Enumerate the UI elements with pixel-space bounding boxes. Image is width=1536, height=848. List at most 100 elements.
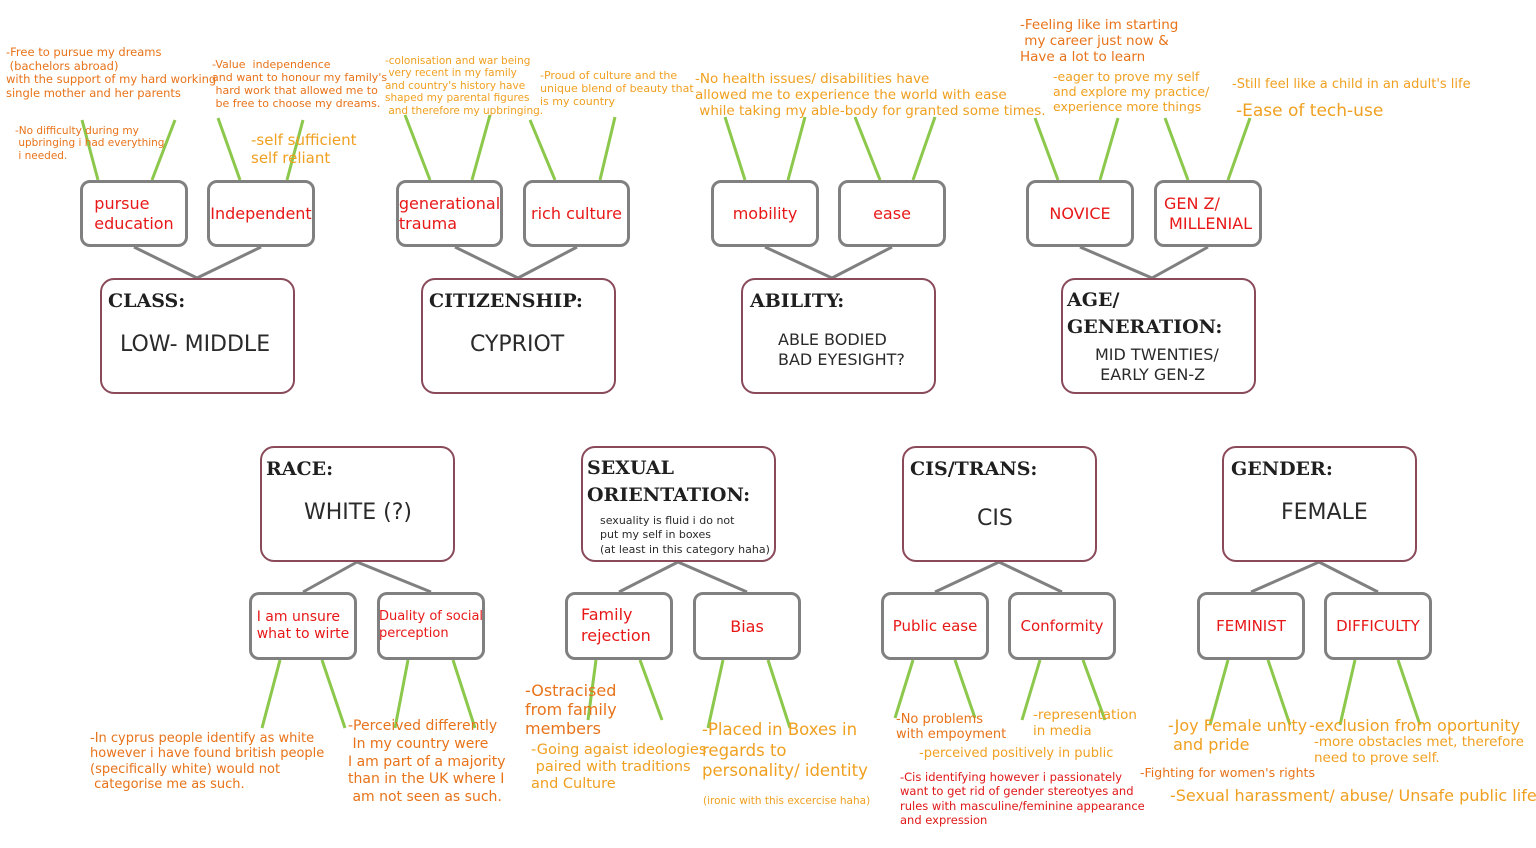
sub-label: FEMINIST	[1216, 617, 1286, 635]
green-connector	[1208, 659, 1230, 726]
note-age-child: -Still feel like a child in an adult's l…	[1232, 77, 1471, 92]
green-connector	[1033, 117, 1060, 181]
green-connector	[1396, 659, 1422, 726]
category-value: ABLE BODIED BAD EYESIGHT?	[778, 330, 905, 369]
green-connector	[393, 659, 410, 729]
note-gender-obstacles: -more obstacles met, therefore need to p…	[1314, 734, 1524, 766]
sub-box-i-am-unsure: I am unsure what to wirte	[249, 592, 357, 660]
sub-label: pursue education	[94, 193, 174, 233]
gray-connector	[356, 560, 432, 594]
green-connector	[953, 659, 977, 719]
green-connector	[1098, 117, 1120, 181]
gray-connector	[302, 560, 358, 594]
green-connector	[1020, 659, 1042, 721]
green-connector	[911, 116, 937, 181]
sub-label: Public ease	[892, 617, 978, 635]
sub-label: DIFFICULTY	[1336, 617, 1420, 635]
note-cis-identifying: -Cis identifying however i passionately …	[900, 770, 1145, 828]
note-sexual-ironic: (ironic with this excercise haha)	[703, 795, 871, 807]
note-sexual-ideologies: -Going agaist ideologies paired with tra…	[531, 742, 707, 793]
green-connector	[586, 659, 598, 721]
note-sexual-boxes: -Placed in Boxes in regards to personali…	[702, 720, 868, 781]
sub-box-family-rejection: Family rejection	[565, 592, 673, 660]
category-heading: SEXUAL ORIENTATION:	[587, 457, 751, 506]
green-connector	[80, 119, 100, 181]
gray-connector	[677, 560, 748, 594]
green-connector	[706, 659, 725, 729]
sub-label: Independent	[210, 204, 312, 223]
gray-connector	[133, 245, 198, 280]
note-gender-exclusion: -exclusion from oportunity	[1309, 716, 1521, 735]
green-connector	[285, 119, 305, 181]
category-heading: RACE:	[266, 458, 334, 480]
gray-connector	[1079, 245, 1153, 280]
note-sexual-ostracised: -Ostracised from family members	[525, 681, 617, 738]
note-citizenship-proud: -Proud of culture and the unique blend o…	[540, 69, 694, 108]
gray-connector	[454, 245, 519, 280]
green-connector	[766, 659, 792, 729]
category-value: WHITE (?)	[304, 500, 412, 525]
category-box-cis-trans: CIS/TRANS: CIS	[902, 446, 1097, 562]
sub-box-pursue-education: pursue education	[80, 180, 188, 247]
sub-box-novice: NOVICE	[1026, 180, 1134, 247]
note-citizenship-colonisation: -colonisation and war being very recent …	[385, 55, 544, 117]
sub-box-ease: ease	[838, 180, 946, 247]
gray-connector	[1250, 560, 1320, 594]
category-value: CYPRIOT	[470, 332, 565, 357]
sub-box-mobility: mobility	[711, 180, 819, 247]
sub-label: NOVICE	[1049, 204, 1111, 223]
green-connector	[451, 659, 477, 729]
category-box-age: AGE/ GENERATION: MID TWENTIES/ EARLY GEN…	[1061, 278, 1256, 394]
sub-box-duality: Duality of social perception	[377, 592, 485, 660]
sub-box-public-ease: Public ease	[881, 592, 989, 660]
category-box-citizenship: CITIZENSHIP: CYPRIOT	[421, 278, 616, 394]
green-connector	[1163, 117, 1190, 181]
note-race-cyprus: -In cyprus people identify as white howe…	[90, 731, 325, 792]
green-connector	[528, 119, 557, 181]
category-value: sexuality is fluid i do not put my self …	[600, 514, 770, 556]
gray-connector	[1151, 245, 1209, 280]
green-connector	[723, 116, 747, 181]
sub-label: Bias	[730, 616, 764, 636]
sub-label: Duality of social perception	[378, 609, 484, 641]
sub-label: generational trauma	[398, 193, 501, 233]
green-connector	[638, 659, 664, 721]
sub-box-rich-culture: rich culture	[523, 180, 630, 247]
green-connector	[470, 114, 492, 181]
gray-connector	[934, 560, 1000, 594]
green-connector	[1266, 659, 1292, 726]
category-value: MID TWENTIES/ EARLY GEN-Z	[1095, 345, 1219, 384]
sub-box-independent: Independent	[207, 180, 315, 247]
note-age-eager: -eager to prove my self and explore my p…	[1053, 69, 1210, 114]
category-box-ability: ABILITY: ABLE BODIED BAD EYESIGHT?	[741, 278, 936, 394]
category-value: FEMALE	[1281, 500, 1368, 525]
note-gender-rights: -Fighting for women's rights	[1140, 765, 1315, 780]
note-class-dreams: -Free to pursue my dreams (bachelors abr…	[6, 45, 217, 100]
sub-label: ease	[873, 204, 911, 223]
gray-connector	[1318, 560, 1379, 594]
note-age-career: -Feeling like im starting my career just…	[1020, 17, 1179, 65]
gray-connector	[998, 560, 1063, 594]
green-connector	[1226, 117, 1252, 181]
note-cis-employment: -No problems with empoyment	[896, 712, 1007, 743]
sub-label: I am unsure what to wirte	[256, 608, 350, 643]
green-connector	[786, 116, 807, 181]
category-box-class: CLASS: LOW- MIDDLE	[100, 278, 295, 394]
sub-box-generational-trauma: generational trauma	[396, 180, 503, 247]
green-connector	[1081, 659, 1107, 721]
gray-connector	[196, 245, 262, 280]
category-box-race: RACE: WHITE (?)	[260, 446, 455, 562]
green-connector	[893, 659, 915, 719]
category-heading: GENDER:	[1231, 458, 1333, 480]
gray-connector	[831, 245, 893, 280]
note-race-perceived: -Perceived differently In my country wer…	[348, 718, 506, 806]
green-connector	[1338, 659, 1357, 726]
note-ability-health: -No health issues/ disabilities have all…	[695, 71, 1046, 119]
sub-box-conformity: Conformity	[1008, 592, 1116, 660]
green-connector	[260, 659, 282, 729]
category-heading: CLASS:	[108, 290, 186, 312]
category-heading: AGE/ GENERATION:	[1067, 289, 1223, 338]
note-class-upbringing: -No difficulty during my upbringing i ha…	[15, 125, 165, 162]
sub-label: Conformity	[1020, 617, 1104, 635]
sub-box-difficulty: DIFFICULTY	[1324, 592, 1432, 660]
